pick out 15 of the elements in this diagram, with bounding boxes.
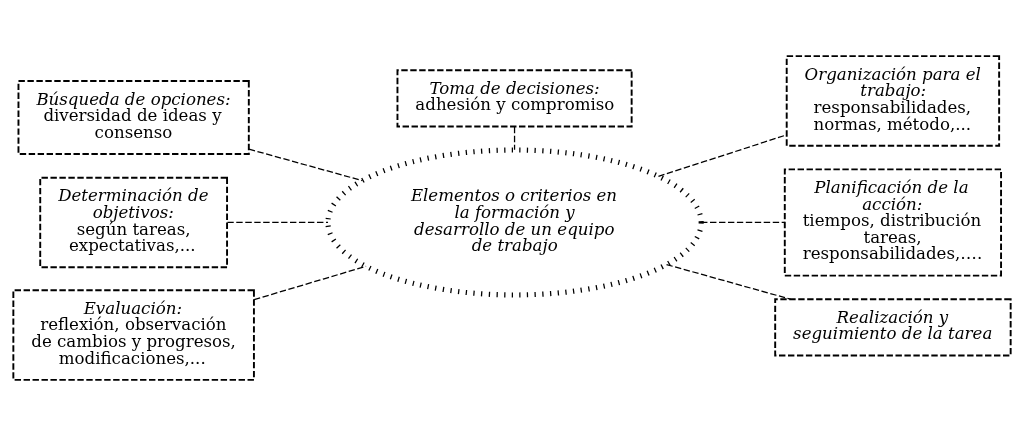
- connector: [700, 221, 786, 223]
- node-box: Realización y seguimiento de la tarea: [774, 297, 1012, 357]
- connector: [657, 133, 788, 177]
- connector: [226, 221, 329, 223]
- connector: [248, 148, 364, 181]
- node-box: Toma de decisiones: adhesión y compromiso: [396, 68, 633, 127]
- connector: [253, 265, 367, 300]
- node-ellipse: Elementos o criterios en la formación y desarrollo de un equipo de trabajo: [325, 146, 704, 297]
- node-box: Búsqueda de opciones: diversidad de ideas y consenso: [17, 79, 250, 155]
- connector: [513, 125, 516, 150]
- node-box: Evaluación: reflexión, observación de cambios y progresos, modificaciones,...: [12, 288, 255, 381]
- node-box: Determinación de objetivos: según tareas, expectativas,...: [39, 176, 228, 268]
- node-box: Planificación de la acción: tiempos, distribución tareas, responsabilidades,….: [783, 167, 1002, 277]
- node-box: Organización para el trabajo: responsabilidades, normas, método,...: [785, 54, 1001, 147]
- connector: [665, 263, 792, 300]
